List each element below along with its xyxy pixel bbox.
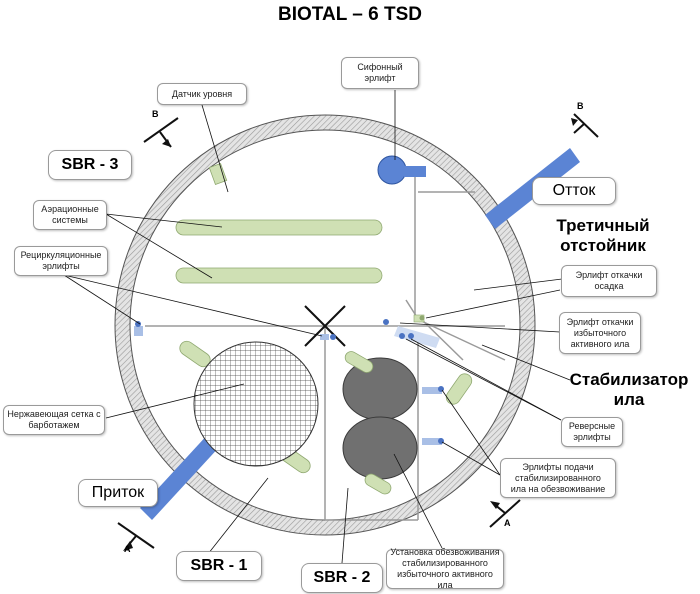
stabilizer-aerator xyxy=(445,373,473,405)
callout-recirculation-airlifts: Рециркуляционные эрлифты xyxy=(14,246,108,276)
leader-lines xyxy=(63,90,571,564)
dewatering-unit-bottom xyxy=(342,416,418,480)
inflow-pipe xyxy=(140,432,222,520)
zone-sbr2-tag: SBR - 2 xyxy=(301,563,383,593)
aeration-bar-top xyxy=(175,219,383,236)
section-b-left-label: B xyxy=(152,109,159,119)
dewatering-pad-bottom xyxy=(364,473,392,495)
feed-airlift-tube xyxy=(422,438,442,445)
section-b-right-icon xyxy=(573,113,599,138)
siphon-airlift-icon xyxy=(377,155,426,185)
outflow-tag: Отток xyxy=(532,177,616,205)
callout-reverse-airlifts: Реверсные эрлифты xyxy=(561,417,623,447)
recirculation-airlift-center xyxy=(320,334,329,340)
callout-level-sensor: Датчик уровня xyxy=(157,83,247,105)
callout-dewatering-unit: Установка обезвоживания стабилизированно… xyxy=(386,547,504,590)
zone-sbr1-tag: SBR - 1 xyxy=(176,551,262,581)
mesh-grid-icon xyxy=(193,341,319,467)
dewatering-pad-top xyxy=(344,351,374,373)
recirculation-airlift-center-dot xyxy=(330,334,336,340)
recirculation-airlift-left-dot xyxy=(135,321,141,327)
callout-stainless-mesh: Нержавеющая сетка с барботажем xyxy=(3,405,105,435)
section-b-right-label: B xyxy=(577,101,584,111)
excess-airlift-dot-2 xyxy=(408,333,414,339)
zone-sbr3-tag: SBR - 3 xyxy=(48,150,132,180)
reverse-airlift-tube xyxy=(422,387,442,394)
section-b-left-icon xyxy=(143,117,179,148)
section-b-left-arrow xyxy=(162,139,171,147)
section-b-right-arrow xyxy=(571,118,578,126)
section-a-left-label: A xyxy=(124,544,131,554)
cross-valve-icon xyxy=(304,305,346,347)
callout-aeration-systems: Аэрационные системы xyxy=(33,200,107,230)
feed-airlift-dot xyxy=(438,438,444,444)
aeration-bar-bottom xyxy=(175,267,383,284)
level-sensor-icon xyxy=(208,162,228,186)
callout-excess-sludge-airlift: Эрлифт откачки избыточного активного ила xyxy=(559,312,641,354)
sludge-airlift-dot xyxy=(383,319,389,325)
callout-sludge-airlift: Эрлифт откачки осадка xyxy=(561,265,657,297)
zone-clarifier-label: Третичный отстойник xyxy=(556,216,650,255)
dewatering-unit-top xyxy=(342,357,418,421)
zone-stabilizer-label: Стабилизатор ила xyxy=(569,370,689,409)
sludge-airlift-valve xyxy=(419,315,425,321)
callout-dewatering-feed-airlifts: Эрлифты подачи стабилизированного ила на… xyxy=(500,458,616,498)
callout-siphon-airlift: Сифонный эрлифт xyxy=(341,57,419,89)
section-a-right-arrow xyxy=(490,501,500,509)
section-a-right-label: A xyxy=(504,518,511,528)
excess-airlift-bar xyxy=(394,326,440,348)
section-a-left-arrow xyxy=(123,541,133,551)
diagram-title: BIOTAL – 6 TSD xyxy=(278,4,422,25)
inflow-tag: Приток xyxy=(78,479,158,507)
recirculation-airlift-left xyxy=(134,326,143,336)
excess-airlift-dot-1 xyxy=(399,333,405,339)
